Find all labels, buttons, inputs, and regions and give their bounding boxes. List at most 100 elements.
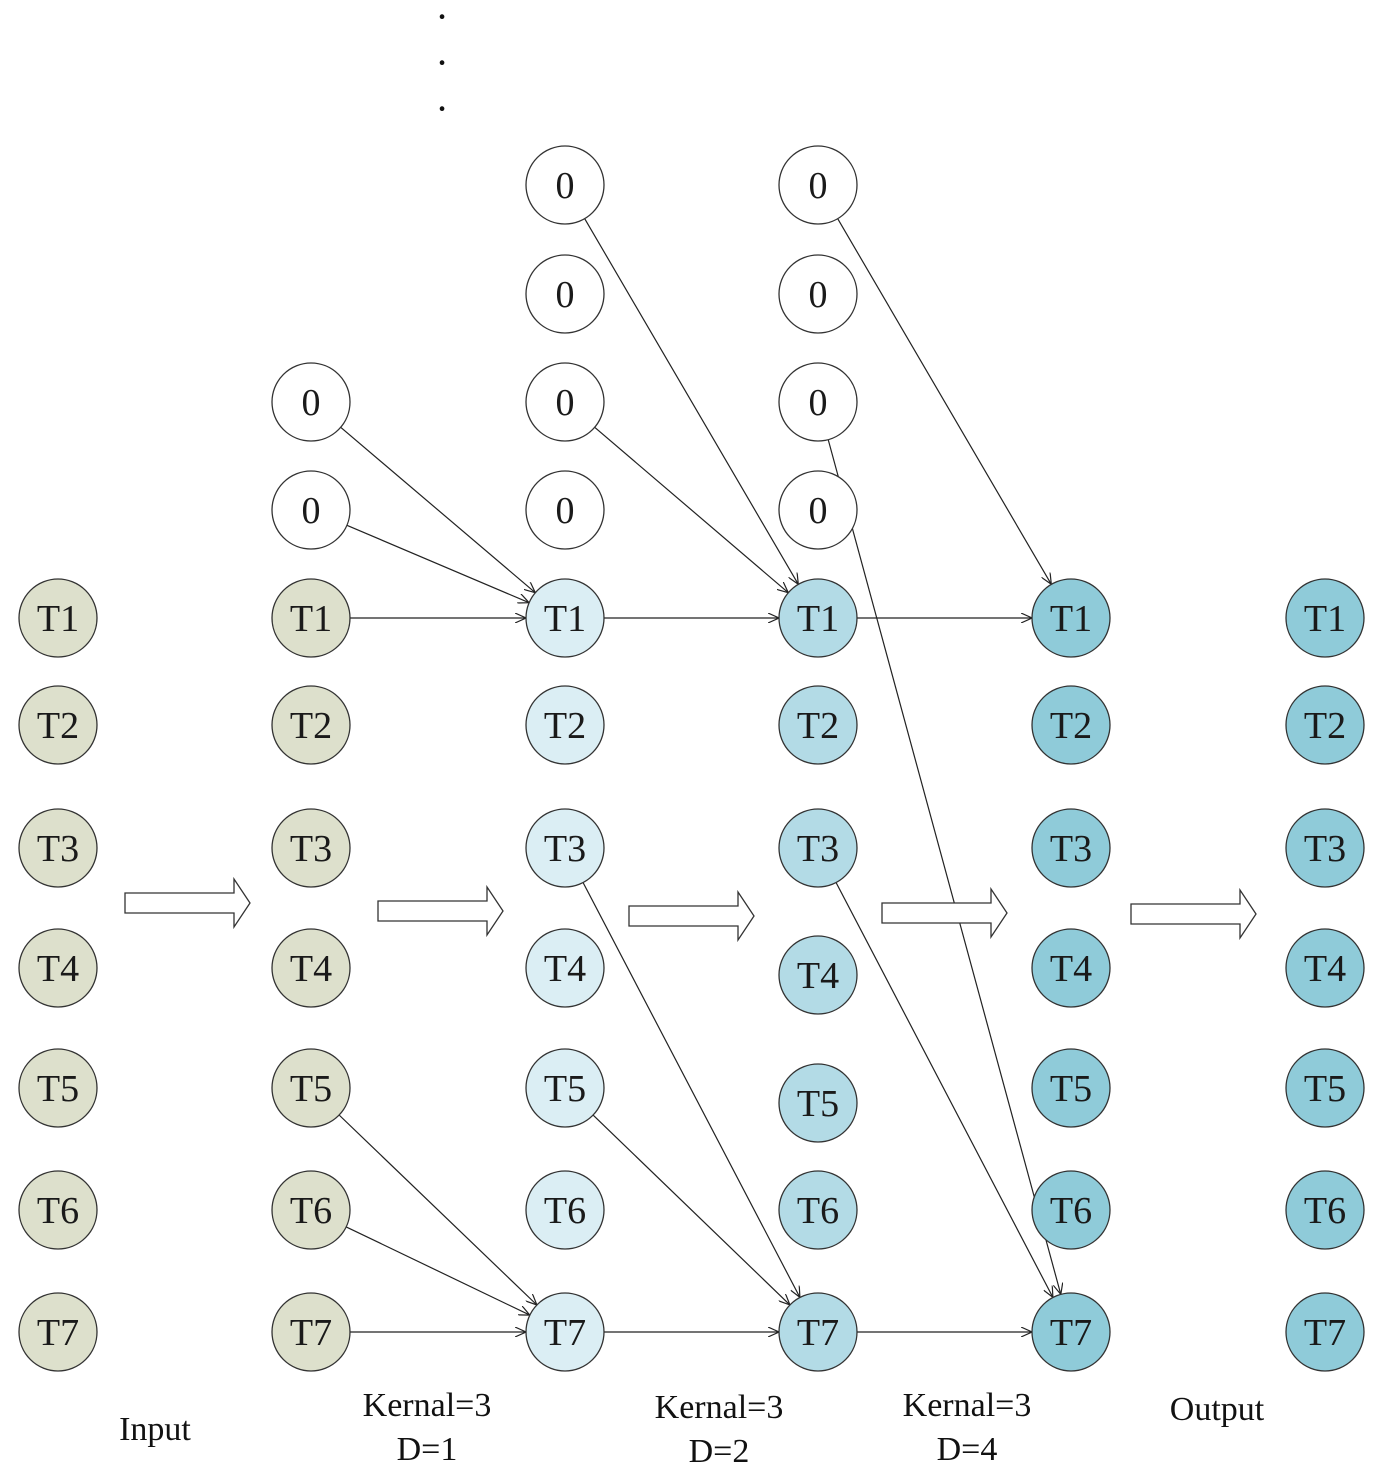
layer1-padding-node-label: 0: [556, 165, 575, 207]
layer3-node-t7: T7: [1031, 1292, 1111, 1372]
layer2-node-t6-circle: [778, 1170, 858, 1250]
pad1-padding-node: 0: [271, 470, 351, 550]
input-node-t5: T5: [18, 1048, 98, 1128]
layer2-padding-node-label: 0: [809, 274, 828, 316]
pad1-node-t4-circle: [271, 928, 351, 1008]
layer2-node-t2-circle: [778, 685, 858, 765]
layer3-node-t3: T3: [1031, 808, 1111, 888]
layer2-node-t4-circle: [778, 935, 858, 1015]
pad1-node-t3: T3: [271, 808, 351, 888]
caption-layer1-dilation: D=1: [397, 1431, 458, 1468]
stage-arrows: [124, 876, 1257, 943]
layer2-node-t2: T2: [778, 685, 858, 765]
stage-arrow: [377, 884, 504, 938]
input-node-t5-circle: [18, 1048, 98, 1128]
connection-arrow: [592, 1114, 790, 1305]
layer2-padding-node: 0: [778, 254, 858, 334]
layer2-node-t5: T5: [778, 1063, 858, 1143]
pad1-node-t1: T1: [271, 578, 351, 658]
ellipsis: · · ·: [435, 0, 448, 131]
pad1-node-t7-circle: [271, 1292, 351, 1372]
layer2-node-t1: T1: [778, 578, 858, 658]
layer3-node-t5: T5: [1031, 1048, 1111, 1128]
layer1-node-t1-label: T1: [544, 598, 586, 640]
layer2-node-t2-label: T2: [797, 705, 839, 747]
layer2-node-t6: T6: [778, 1170, 858, 1250]
pad1-node-t4: T4: [271, 928, 351, 1008]
layer2-padding-node: 0: [778, 470, 858, 550]
layer3-node-t4: T4: [1031, 928, 1111, 1008]
output-node-t3: T3: [1285, 808, 1365, 888]
caption-layer2-kernel: Kernal=3: [655, 1389, 784, 1426]
input-node-t2-label: T2: [37, 705, 79, 747]
layer1-padding-node-circle: [525, 470, 605, 550]
ellipsis-dot: ·: [435, 86, 448, 131]
output-node-t1-label: T1: [1304, 598, 1346, 640]
layer2-padding-node-circle: [778, 470, 858, 550]
connection-arrow: [584, 218, 799, 585]
output-node-t3-circle: [1285, 808, 1365, 888]
output-node-t1: T1: [1285, 578, 1365, 658]
layer2-padding-node-label: 0: [809, 490, 828, 532]
layer3-node-t1: T1: [1031, 578, 1111, 658]
layer3-node-t6: T6: [1031, 1170, 1111, 1250]
layer2-node-t3-circle: [778, 808, 858, 888]
layer2-padding-node-label: 0: [809, 382, 828, 424]
layer1-node-t6: T6: [525, 1170, 605, 1250]
pad1-node-t2-label: T2: [290, 705, 332, 747]
layer3-node-t5-label: T5: [1050, 1068, 1092, 1110]
layer1-node-t4-label: T4: [544, 948, 586, 990]
input-node-t3-label: T3: [37, 828, 79, 870]
layer3-node-t1-label: T1: [1050, 598, 1092, 640]
output-node-t7: T7: [1285, 1292, 1365, 1372]
caption-layer3-dilation: D=4: [937, 1431, 998, 1468]
caption-layer3-kernel: Kernal=3: [903, 1387, 1032, 1424]
connection-lines: [338, 218, 1061, 1332]
layer2-node-t5-circle: [778, 1063, 858, 1143]
layer1-node-t4: T4: [525, 928, 605, 1008]
output-node-t4-circle: [1285, 928, 1365, 1008]
pad1-node-t5: T5: [271, 1048, 351, 1128]
pad1-node-t7: T7: [271, 1292, 351, 1372]
layer2-padding-node-circle: [778, 362, 858, 442]
layer1-node-t3: T3: [525, 808, 605, 888]
layer3-node-t2-label: T2: [1050, 705, 1092, 747]
pad1-padding-node-circle: [271, 362, 351, 442]
layer2-padding-node: 0: [778, 362, 858, 442]
connection-arrow: [837, 218, 1052, 585]
output-node-t5-circle: [1285, 1048, 1365, 1128]
connection-arrow: [594, 426, 789, 592]
layer1-node-t2-circle: [525, 685, 605, 765]
caption-layer2-dilation: D=2: [689, 1433, 750, 1470]
pad1-padding-node: 0: [271, 362, 351, 442]
layer1-padding-node: 0: [525, 470, 605, 550]
layer2-padding-node-label: 0: [809, 165, 828, 207]
layer1-node-t6-label: T6: [544, 1190, 586, 1232]
layer1-padding-node-label: 0: [556, 274, 575, 316]
input-node-t7: T7: [18, 1292, 98, 1372]
pad1-node-t3-circle: [271, 808, 351, 888]
layer2-node-t7-label: T7: [797, 1312, 839, 1354]
layer2-padding-node-circle: [778, 254, 858, 334]
output-node-t7-circle: [1285, 1292, 1365, 1372]
pad1-padding-node-label: 0: [302, 490, 321, 532]
layer1-node-t6-circle: [525, 1170, 605, 1250]
stage-arrow: [881, 886, 1008, 940]
layer2-node-t4-label: T4: [797, 955, 839, 997]
output-node-t6-circle: [1285, 1170, 1365, 1250]
layer2-node-t4: T4: [778, 935, 858, 1015]
layer2-node-t1-circle: [778, 578, 858, 658]
input-node-t6-label: T6: [37, 1190, 79, 1232]
input-node-t6-circle: [18, 1170, 98, 1250]
output-node-t2-circle: [1285, 685, 1365, 765]
layer3-node-t5-circle: [1031, 1048, 1111, 1128]
output-node-t5: T5: [1285, 1048, 1365, 1128]
layer3-node-t4-circle: [1031, 928, 1111, 1008]
pad1-node-t1-label: T1: [290, 598, 332, 640]
layer1-node-t5: T5: [525, 1048, 605, 1128]
ellipsis-dot: ·: [435, 0, 448, 39]
output-node-t6: T6: [1285, 1170, 1365, 1250]
input-node-t1: T1: [18, 578, 98, 658]
pad1-node-t2: T2: [271, 685, 351, 765]
stage-arrow: [628, 889, 755, 943]
